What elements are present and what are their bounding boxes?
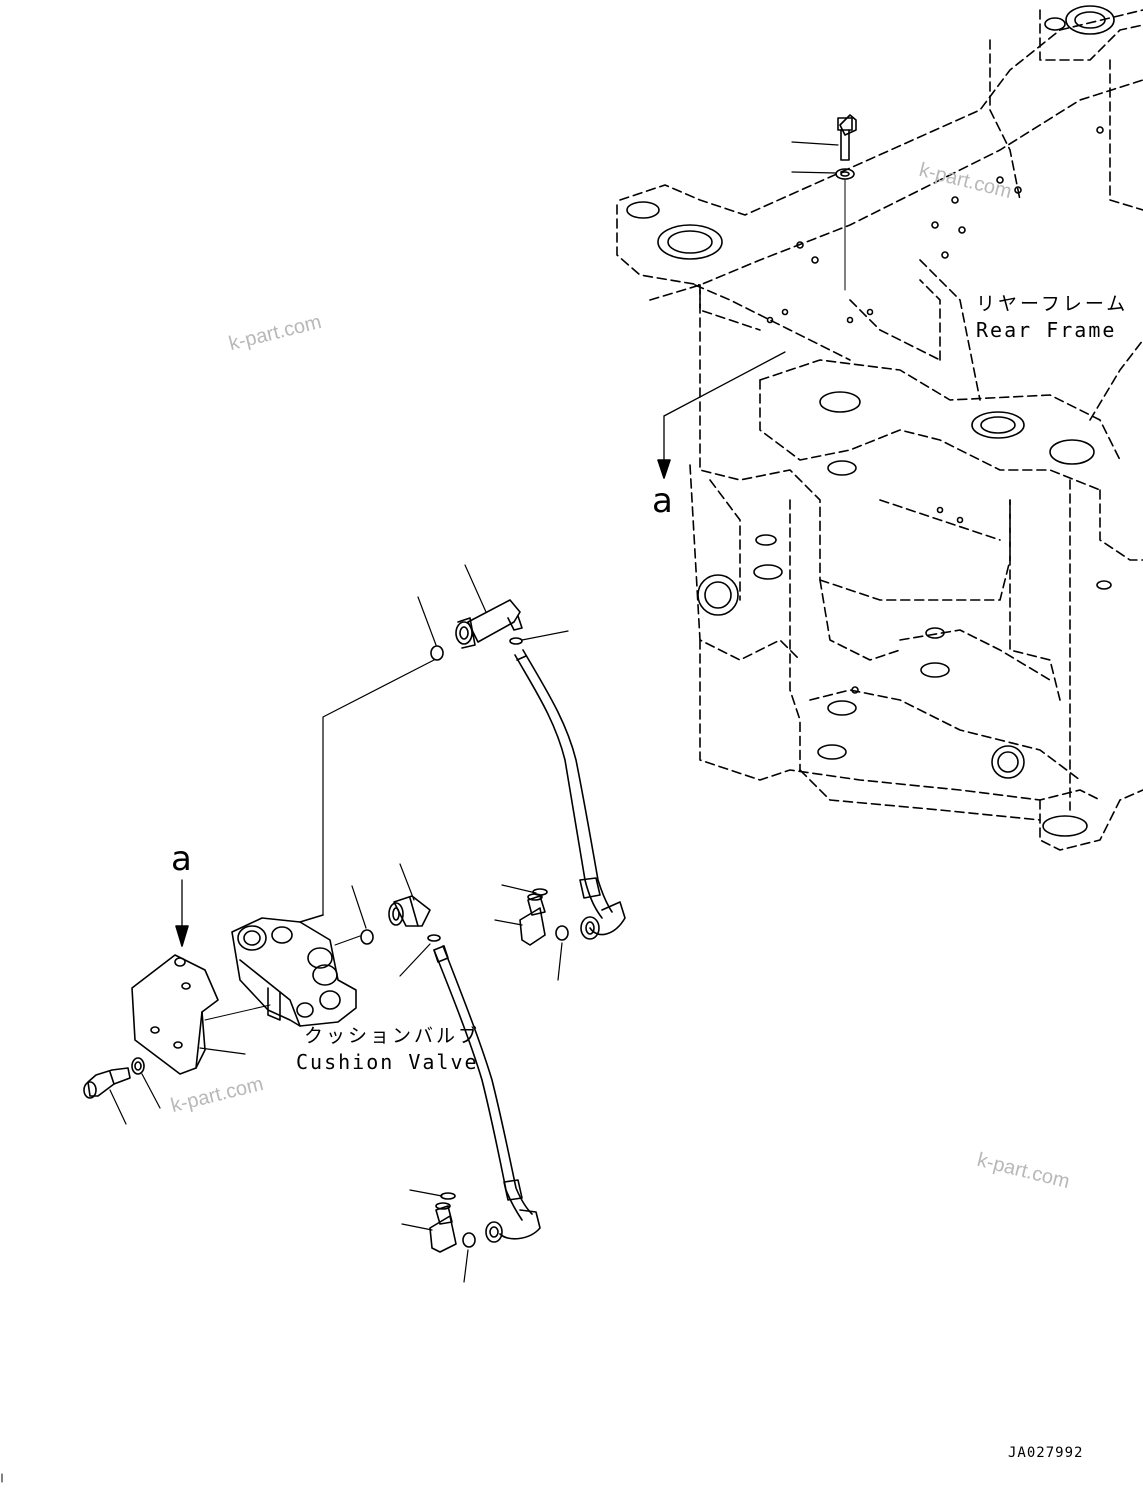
view-arrow-top xyxy=(657,351,786,479)
document-id: JA027992 xyxy=(1008,1445,1084,1461)
lower-elbow-fitting xyxy=(401,1189,476,1283)
view-arrow-left xyxy=(175,879,189,947)
bracket-bolt xyxy=(83,1057,161,1125)
view-label-left: a xyxy=(171,839,192,879)
bracket xyxy=(131,954,271,1075)
view-label-top: a xyxy=(652,481,673,521)
upper-leader xyxy=(322,659,435,916)
rear-frame-label-jp: リヤーフレーム xyxy=(976,293,1129,315)
middle-fitting xyxy=(388,863,441,977)
rear-frame xyxy=(616,9,1143,851)
cushion-valve xyxy=(231,885,374,1027)
rear-frame-details xyxy=(626,5,1115,837)
right-elbow-fitting xyxy=(494,884,569,981)
cushion-valve-label-en: Cushion Valve xyxy=(296,1050,479,1074)
upper-elbow-fitting xyxy=(417,564,569,661)
frame-bolt xyxy=(791,117,855,291)
upper-hose xyxy=(514,649,626,940)
rear-frame-label-en: Rear Frame xyxy=(976,318,1117,342)
cushion-valve-label-jp: クッションバルブ xyxy=(304,1025,481,1047)
lower-hose xyxy=(433,945,541,1243)
